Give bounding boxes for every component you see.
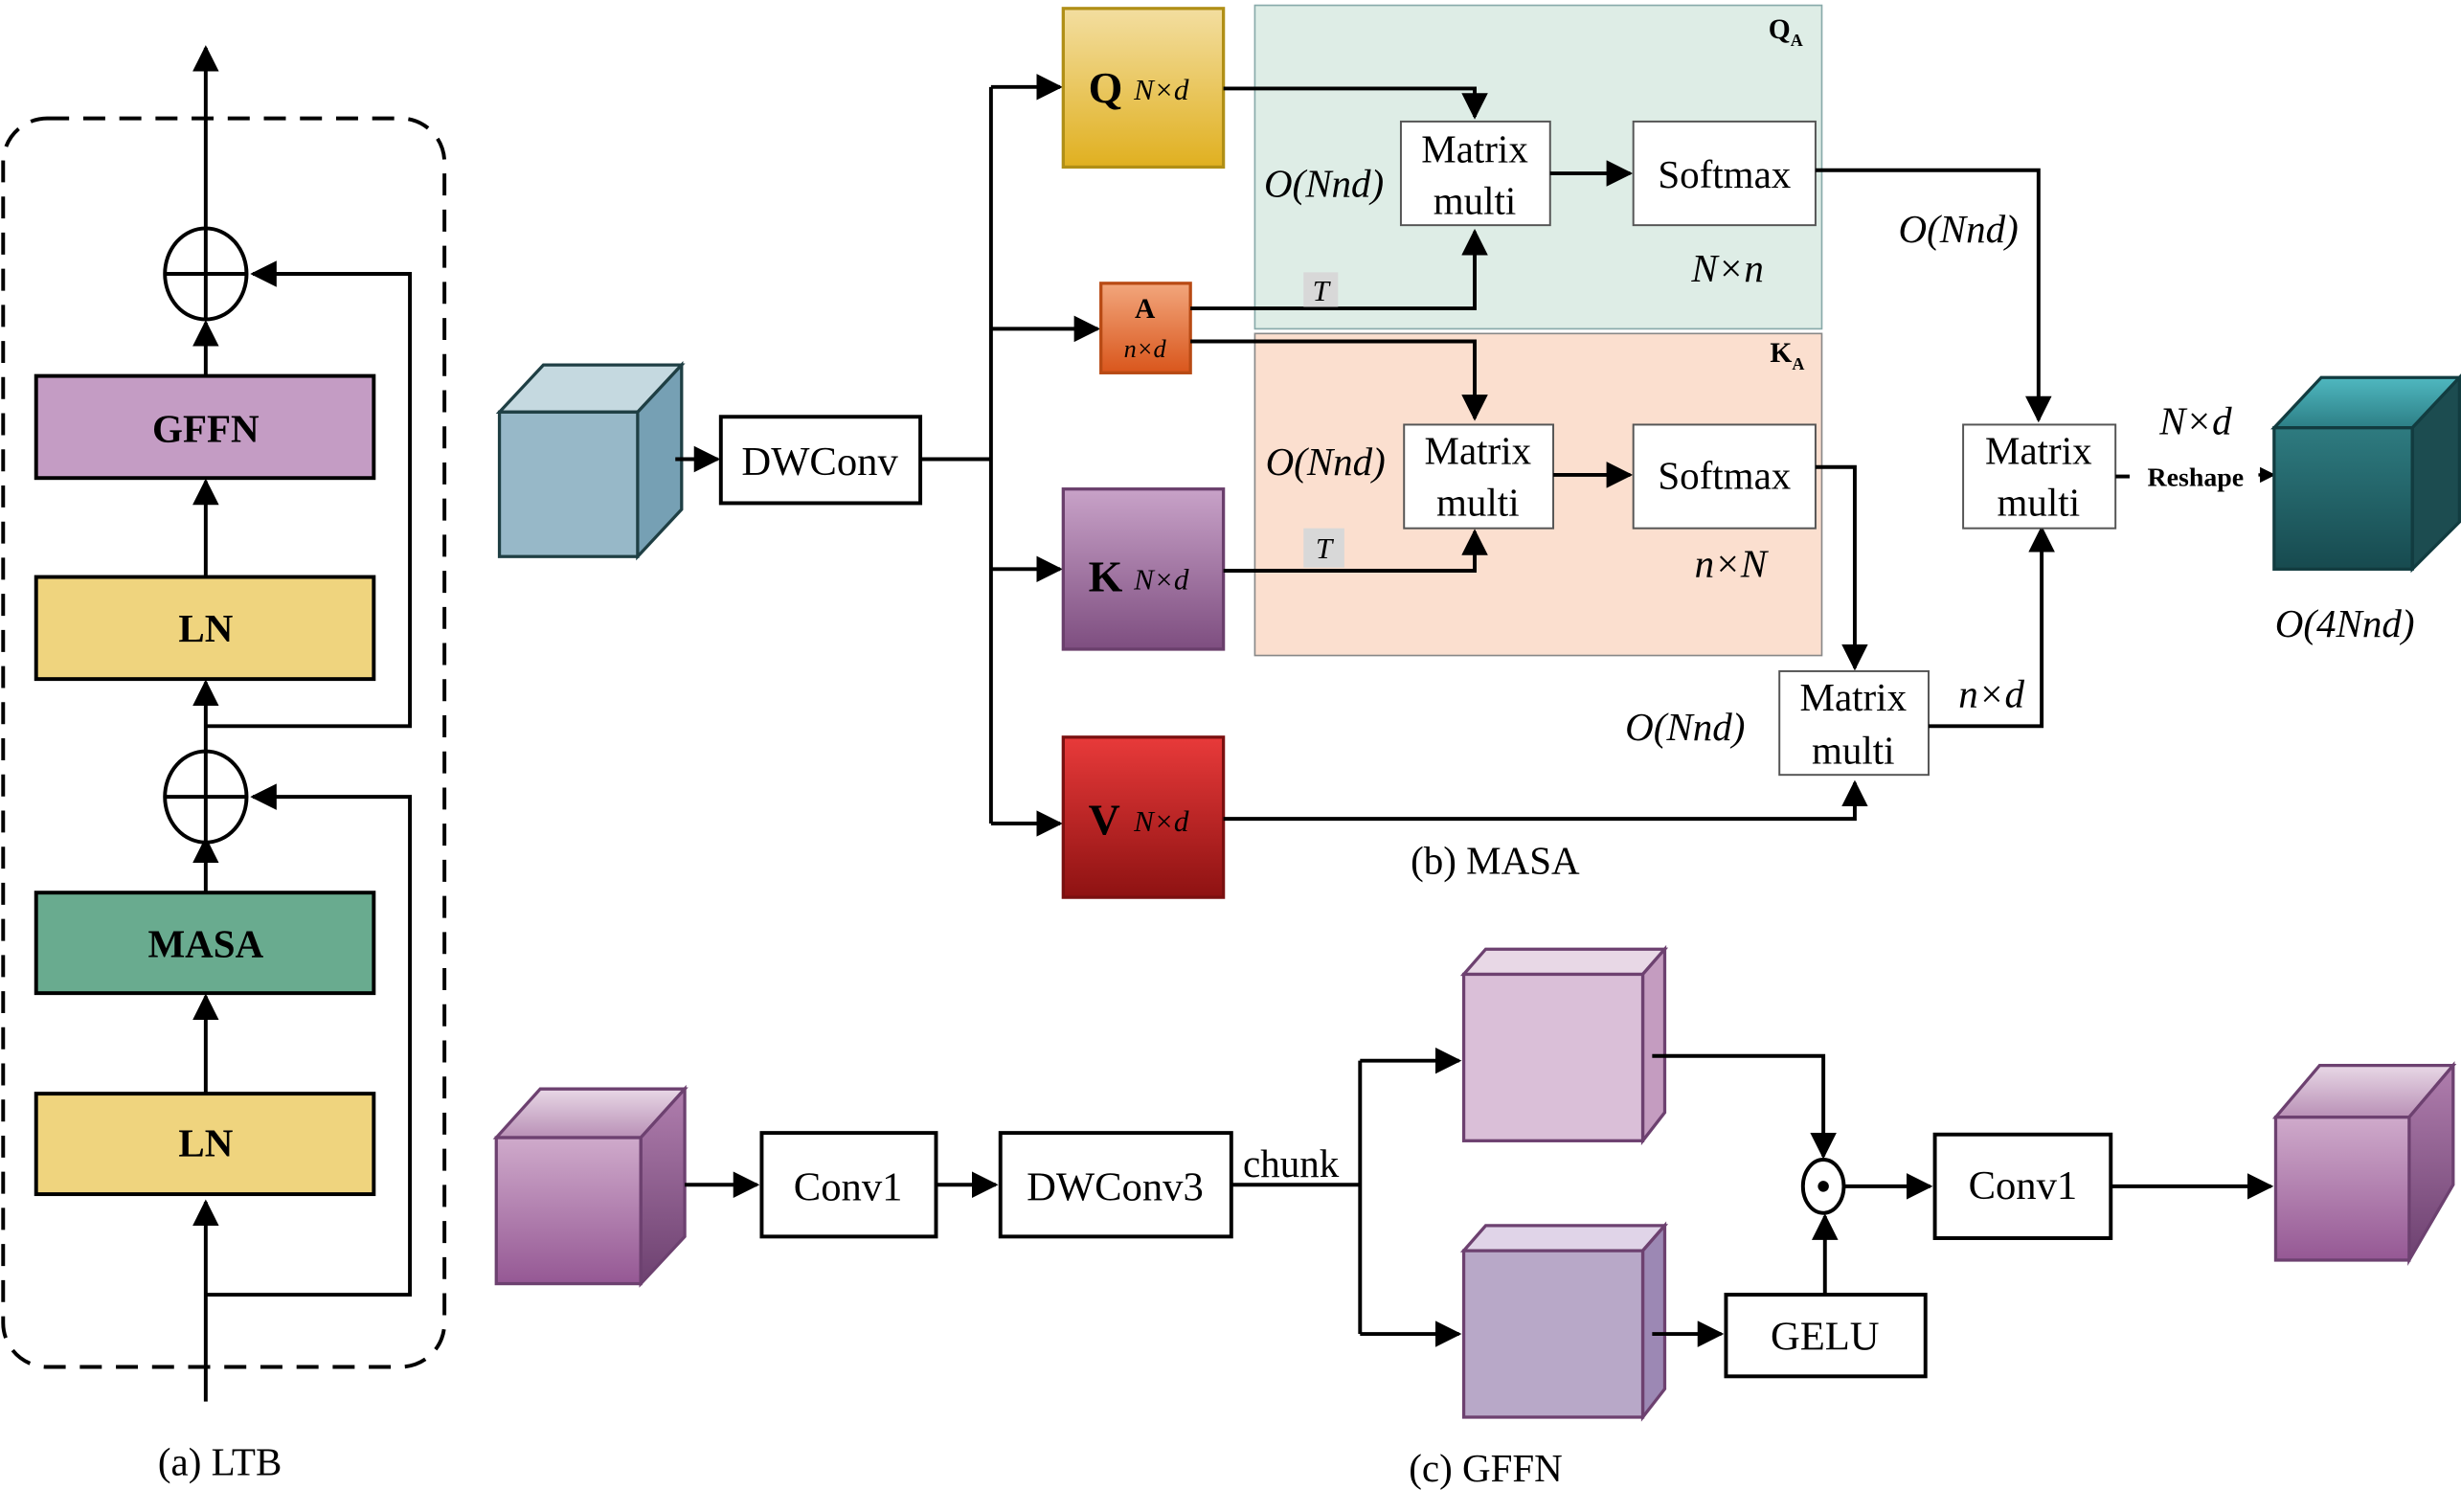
gffn-dwconv3-block[interactable]: DWConv3 [998,1131,1233,1239]
v-dims: N×d [1133,804,1189,838]
matmul-line1: Matrix [1421,127,1528,171]
ka-matmul-block[interactable]: Matrix multi [1403,423,1555,530]
qa-softmax-to-final [1815,168,2052,423]
k-to-matmul [1223,529,1488,573]
v-to-matmul [1223,779,1868,822]
hadamard-product-icon [1800,1158,1846,1215]
transpose-label: T [1313,274,1332,307]
reshape-label: Reshape [2147,463,2244,492]
k-letter: K [1089,552,1123,600]
final-matmul-block[interactable]: Matrix multi [1962,423,2117,530]
v-block[interactable]: V N×d [1061,735,1226,899]
ka-panel-title: KA [1770,338,1804,373]
gffn-panel: Conv1 DWConv3 chunk GELU [492,944,2457,1490]
dwconv-block[interactable]: DWConv [718,415,923,506]
gffn-chunk-upper [1459,944,1669,1146]
softmax-label: Softmax [1658,152,1791,196]
a-to-ka-matmul [1190,339,1488,421]
gelu-block[interactable]: GELU [1724,1293,1928,1379]
final-complexity: O(Nnd) [1899,207,2019,251]
gelu-label: GELU [1771,1314,1880,1359]
gffn-output-cube [2271,1061,2457,1267]
input-feature-cube [495,360,686,561]
upper-to-multiply [1652,1053,1837,1160]
conv1-out-label: Conv1 [1969,1163,2078,1208]
dwconv3-label: DWConv3 [1027,1165,1204,1210]
gffn-input-cube [492,1084,689,1288]
k-block[interactable]: K N×d [1061,487,1226,651]
transpose-badge [1303,272,1339,307]
qa-shape: N×n [1690,246,1764,290]
matmul-line1: Matrix [1799,675,1907,719]
a-block[interactable]: A n×d [1099,282,1192,374]
matmul-line1: Matrix [1985,428,2092,472]
gffn-conv1-block[interactable]: Conv1 [759,1131,938,1239]
gffn-caption: (c) GFFN [1409,1446,1563,1490]
qa-panel-title: QA [1769,14,1803,50]
gffn-chunk-lower [1459,1221,1669,1422]
qa-matmul-block[interactable]: Matrix multi [1399,120,1551,227]
q-letter: Q [1089,63,1123,112]
ltb-block-gffn[interactable]: GFFN [34,373,376,481]
q-dims: N×d [1133,73,1189,106]
output-complexity: O(4Nnd) [2275,601,2415,645]
ltb-residual-1 [205,783,413,1298]
Nd-label: N×d [2158,398,2232,442]
ltb-block-ln-upper[interactable]: LN [34,575,376,682]
ltb-residual-2 [205,260,413,729]
v-matmul-block[interactable]: Matrix multi [1778,669,1930,777]
a-to-matmul [1190,228,1488,311]
output-feature-cube [2270,373,2461,574]
block-label: MASA [147,921,263,965]
softmax-label: Softmax [1658,454,1791,498]
qa-complexity: O(Nnd) [1264,162,1384,206]
block-label: LN [178,1121,233,1165]
ltb-block-ln-lower[interactable]: LN [34,1092,376,1197]
v-letter: V [1089,796,1120,845]
ka-softmax-block[interactable]: Softmax [1632,423,1817,530]
ka-complexity: O(Nnd) [1266,440,1386,484]
matmul-to-final [1929,525,2055,729]
matmul-line2: multi [1434,179,1517,223]
matmul-line2: multi [1436,481,1520,525]
ltb-panel: GFFN LN MASA LN (a) LTB [1,45,447,1484]
dwconv-label: DWConv [741,440,898,485]
ka-shape: n×N [1695,542,1770,586]
add-icon [163,226,249,322]
chunk-label: chunk [1243,1141,1340,1185]
matmul-line2: multi [1998,481,2081,525]
conv1-label: Conv1 [794,1165,903,1210]
matmul-line2: multi [1812,729,1895,773]
k-dims: N×d [1133,563,1189,597]
masa-caption: (b) MASA [1411,839,1580,883]
ltb-dashed-border [1,116,447,1369]
q-block[interactable]: Q N×d [1061,7,1226,169]
ltb-caption: (a) LTB [158,1440,282,1484]
nd-label: n×d [1958,672,2024,716]
ltb-block-masa[interactable]: MASA [34,891,376,996]
ka-softmax-to-matmul [1815,464,1868,671]
matmul-line1: Matrix [1425,428,1532,472]
masa-panel: QA KA DWConv Q N×d A n×d [495,4,2461,899]
a-dims: n×d [1124,335,1167,363]
transpose-label: T [1316,531,1335,565]
qa-softmax-block[interactable]: Softmax [1632,120,1817,227]
a-letter: A [1135,294,1156,325]
block-label: GFFN [152,406,260,450]
block-label: LN [178,606,233,650]
v-complexity: O(Nnd) [1625,705,1745,749]
q-to-matmul [1223,86,1488,120]
add-icon [163,749,249,845]
gffn-conv1-out-block[interactable]: Conv1 [1932,1132,2113,1240]
transpose-badge [1303,528,1344,568]
